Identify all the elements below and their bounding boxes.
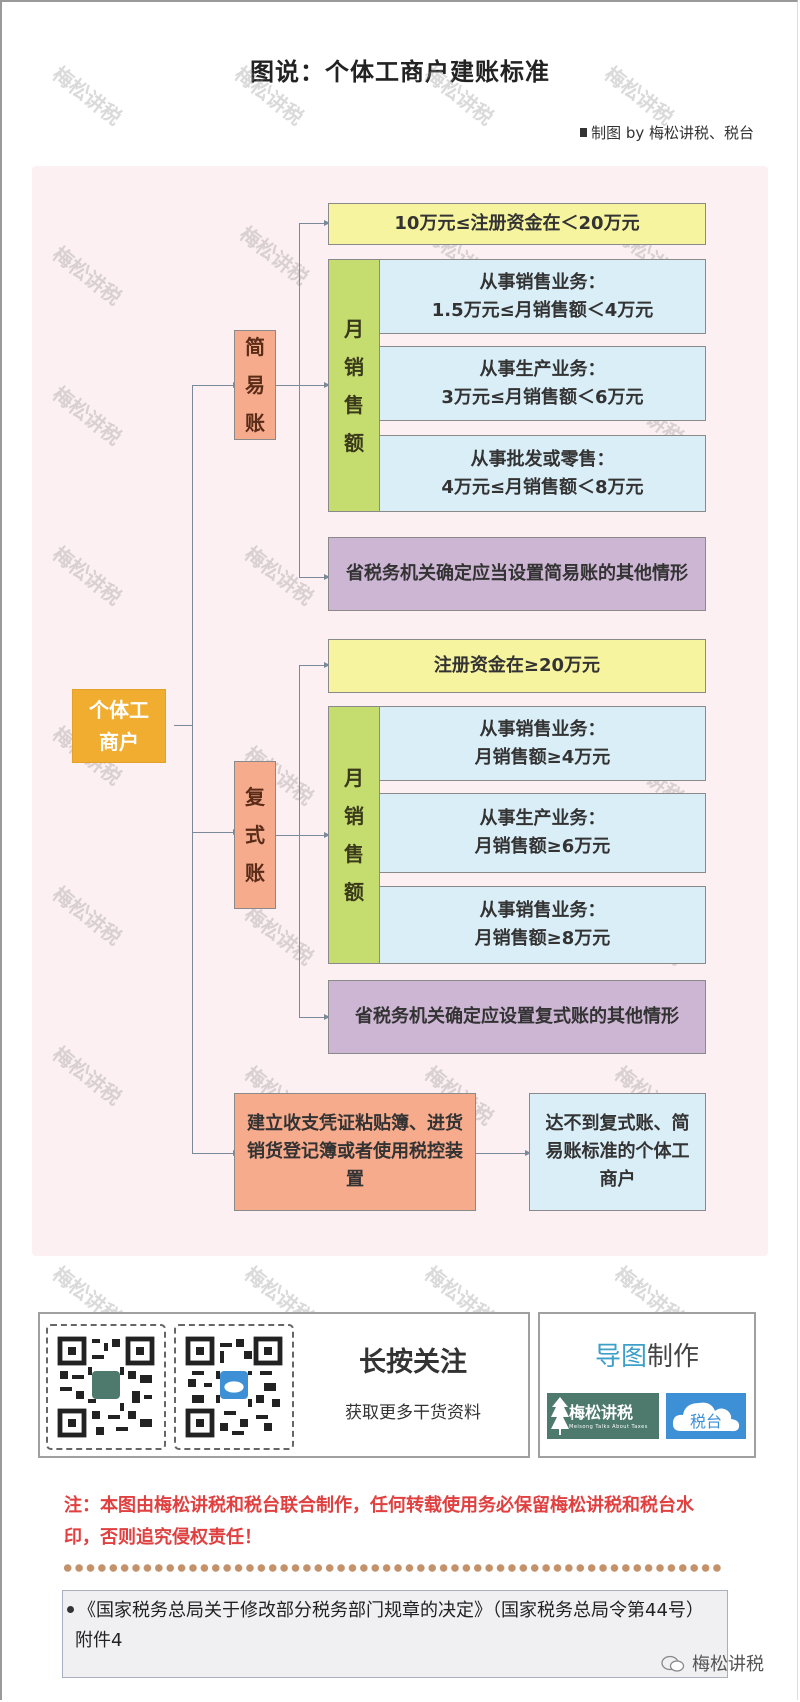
arrow-to-double-entry bbox=[192, 829, 239, 835]
page-title: 图说：个体工商户建账标准 bbox=[250, 58, 550, 86]
shuitai-logo[interactable]: 税台 bbox=[666, 1393, 746, 1439]
condition-line1: 从事销售业务： bbox=[479, 900, 606, 922]
simple-condition-sales: 从事销售业务： 1.5万元≤月销售额＜4万元 bbox=[379, 259, 706, 334]
char: 月 bbox=[344, 766, 364, 790]
simple-monthly-sales-label: 月 销 售 额 bbox=[328, 259, 380, 512]
arrow-to-simple-account bbox=[192, 382, 239, 388]
condition-line2: 月销售额≥6万元 bbox=[474, 836, 611, 857]
follow-section: 长按关注 获取更多干货资料 bbox=[38, 1312, 530, 1458]
made-by-section: 导图制作 梅松讲税 Meisong Talks About Taxes 税台 bbox=[538, 1312, 756, 1458]
category-simple-account: 简 易 账 bbox=[234, 330, 276, 440]
double-condition-sales-2: 从事销售业务： 月销售额≥8万元 bbox=[379, 886, 706, 964]
char: 式 bbox=[245, 823, 265, 847]
credit-line: 制图 by 梅松讲税、税台 bbox=[580, 122, 754, 143]
simple-condition-wholesale-retail: 从事批发或零售： 4万元≤月销售额＜8万元 bbox=[379, 435, 706, 512]
connector-trunk bbox=[299, 223, 300, 577]
copyright-note: 注：本图由梅松讲税和税台联合制作，任何转载使用务必保留梅松讲税和税台水印，否则追… bbox=[64, 1495, 694, 1548]
char: 月 bbox=[344, 316, 364, 341]
qr-code-icon bbox=[56, 1335, 156, 1439]
char: 额 bbox=[344, 880, 364, 904]
char: 易 bbox=[245, 373, 265, 397]
root-node-individual-business: 个体工 商户 bbox=[72, 689, 166, 763]
other-target-box: 达不到复式账、简易账标准的个体工商户 bbox=[529, 1093, 706, 1211]
char: 销 bbox=[344, 354, 364, 379]
arrow-to-capital bbox=[299, 662, 330, 668]
meisong-logo-text: 梅松讲税 bbox=[569, 1403, 634, 1422]
condition-line2: 3万元≤月销售额＜6万元 bbox=[441, 386, 644, 408]
meisong-qr-code[interactable] bbox=[46, 1324, 166, 1450]
double-condition-sales: 从事销售业务： 月销售额≥4万元 bbox=[379, 706, 706, 781]
follow-subtitle: 获取更多干货资料 bbox=[345, 1403, 481, 1423]
condition-line1: 从事销售业务： bbox=[479, 271, 606, 293]
condition-line2: 1.5万元≤月销售额＜4万元 bbox=[431, 299, 654, 321]
condition-line1: 从事生产业务： bbox=[479, 808, 606, 830]
bullet-icon bbox=[67, 1606, 74, 1613]
square-bullet-icon bbox=[580, 128, 588, 137]
made-by-title-accent: 导图 bbox=[594, 1342, 647, 1372]
made-by-title-rest: 制作 bbox=[647, 1342, 700, 1372]
meisong-logo-subtext: Meisong Talks About Taxes bbox=[569, 1424, 648, 1430]
char: 额 bbox=[344, 430, 364, 455]
char: 售 bbox=[344, 842, 364, 866]
char: 销 bbox=[344, 804, 364, 828]
root-label-line1: 个体工 bbox=[89, 698, 149, 722]
simple-other-situations: 省税务机关确定应当设置简易账的其他情形 bbox=[328, 537, 706, 611]
qr-code-icon bbox=[184, 1335, 284, 1439]
arrow-to-other bbox=[299, 574, 330, 580]
condition-line2: 月销售额≥8万元 bbox=[474, 928, 611, 949]
cloud-icon bbox=[672, 1402, 740, 1432]
footer-brand[interactable]: 梅松讲税 bbox=[660, 1650, 764, 1676]
char: 账 bbox=[245, 861, 265, 885]
reference-box: 《国家税务总局关于修改部分税务部门规章的决定》（国家税务总局令第44号）附件4 bbox=[62, 1590, 728, 1678]
follow-title: 长按关注 bbox=[359, 1347, 467, 1378]
arrow-to-other bbox=[299, 1014, 330, 1020]
arrow-to-other-branch bbox=[192, 1150, 239, 1156]
condition-line2: 4万元≤月销售额＜8万元 bbox=[441, 476, 644, 498]
simple-capital-condition: 10万元≤注册资金在＜20万元 bbox=[328, 203, 706, 245]
dotted-divider bbox=[62, 1563, 722, 1573]
double-monthly-sales-label: 月 销 售 额 bbox=[328, 706, 380, 964]
category-double-entry-account: 复 式 账 bbox=[234, 761, 276, 909]
meisong-logo[interactable]: 梅松讲税 Meisong Talks About Taxes bbox=[547, 1393, 659, 1439]
condition-line1: 从事销售业务： bbox=[479, 718, 606, 740]
shuitai-logo-text: 税台 bbox=[689, 1412, 722, 1431]
condition-line2: 月销售额≥4万元 bbox=[474, 746, 611, 768]
condition-line1: 从事批发或零售： bbox=[470, 448, 615, 470]
other-requirement-box: 建立收支凭证粘贴簿、进货销货登记簿或者使用税控装置 bbox=[234, 1093, 476, 1211]
arrow-to-capital bbox=[299, 220, 330, 226]
root-label-line2: 商户 bbox=[99, 730, 139, 754]
shuitai-qr-code[interactable] bbox=[174, 1324, 294, 1450]
connector-line bbox=[174, 725, 192, 726]
connector-line bbox=[276, 385, 299, 386]
arrow-to-target bbox=[476, 1150, 531, 1156]
wechat-icon bbox=[661, 1655, 685, 1672]
char: 售 bbox=[344, 392, 364, 417]
arrow-to-monthly bbox=[299, 382, 330, 388]
credit-text: 制图 by 梅松讲税、税台 bbox=[591, 124, 754, 142]
double-capital-condition: 注册资金在≥20万元 bbox=[328, 639, 706, 693]
simple-condition-production: 从事生产业务： 3万元≤月销售额＜6万元 bbox=[379, 346, 706, 421]
connector-trunk bbox=[299, 665, 300, 1017]
double-condition-production: 从事生产业务： 月销售额≥6万元 bbox=[379, 793, 706, 873]
arrow-to-monthly bbox=[299, 832, 330, 838]
connector-line bbox=[276, 835, 299, 836]
made-by-title: 导图制作 bbox=[540, 1336, 754, 1373]
char: 复 bbox=[245, 785, 265, 809]
char: 账 bbox=[245, 411, 265, 435]
footer-brand-text: 梅松讲税 bbox=[692, 1654, 764, 1675]
char: 简 bbox=[245, 335, 265, 359]
double-other-situations: 省税务机关确定应设置复式账的其他情形 bbox=[328, 980, 706, 1054]
reference-text: 《国家税务总局关于修改部分税务部门规章的决定》（国家税务总局令第44号）附件4 bbox=[75, 1600, 704, 1651]
connector-trunk bbox=[192, 385, 193, 1153]
tree-icon bbox=[551, 1397, 569, 1435]
condition-line1: 从事生产业务： bbox=[479, 358, 606, 380]
